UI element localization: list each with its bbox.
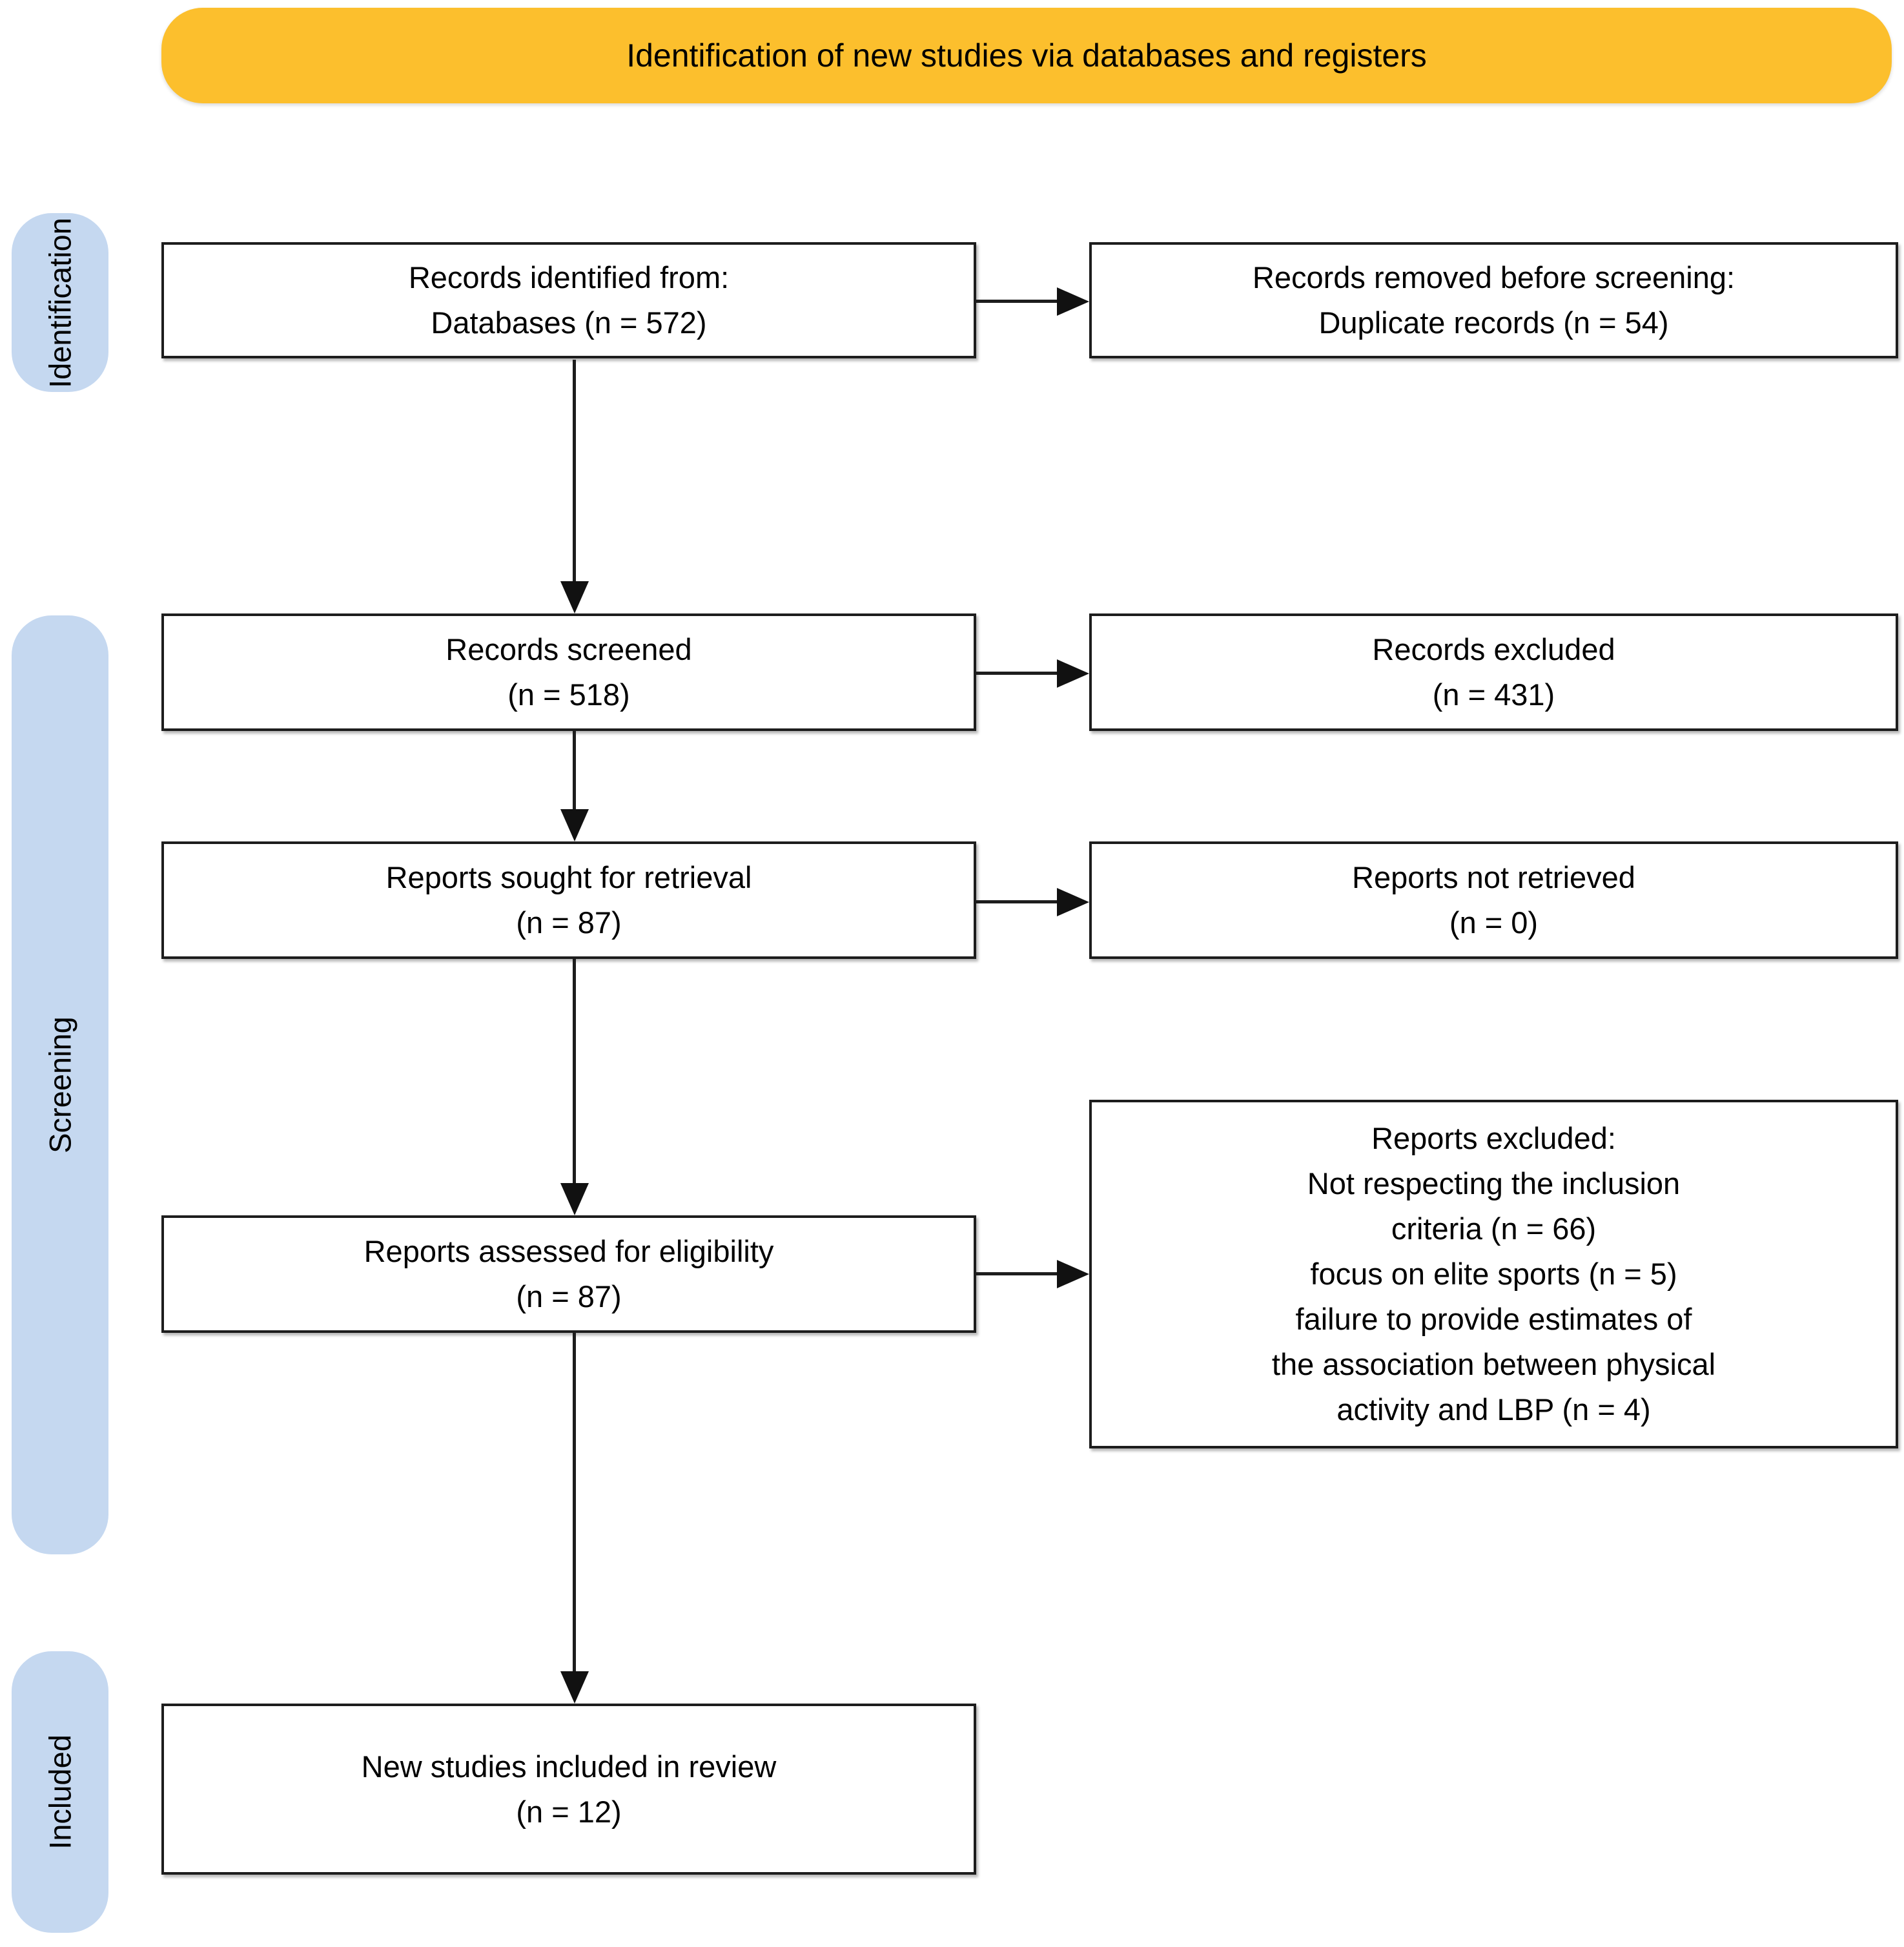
box-line: (n = 431) [1432,677,1555,712]
box-line: (n = 518) [507,677,630,712]
stage-label-included: Included [43,1735,77,1849]
stage-pill-screening: Screening [12,615,108,1554]
arrow-line-identified-to-screened [573,360,576,586]
arrow-head-down-icon [560,581,589,613]
banner-title: Identification of new studies via databa… [626,37,1427,74]
box-line: Reports excluded: [1371,1121,1616,1155]
box-line: Not respecting the inclusion [1307,1166,1681,1200]
box-line: (n = 0) [1449,905,1539,940]
box-line: the association between physical [1271,1347,1716,1381]
box-records-excluded: Records excluded (n = 431) [1089,613,1898,731]
box-line: (n = 87) [516,1279,622,1313]
stage-label-identification: Identification [43,217,77,388]
arrow-head-right-icon [1057,888,1089,916]
box-reports-not-retrieved: Reports not retrieved (n = 0) [1089,841,1898,959]
stage-pill-included: Included [12,1651,108,1933]
box-line: Records excluded [1372,632,1615,666]
box-line: (n = 12) [516,1794,622,1829]
box-reports-excluded: Reports excluded: Not respecting the inc… [1089,1100,1898,1448]
arrow-line-screened-to-excluded [975,672,1059,675]
box-line: Records removed before screening: [1252,260,1735,294]
box-line: Duplicate records (n = 54) [1318,305,1669,340]
box-line: Reports sought for retrieval [385,860,752,894]
box-new-studies-included: New studies included in review (n = 12) [161,1704,976,1875]
box-records-screened: Records screened (n = 518) [161,613,976,731]
box-line: activity and LBP (n = 4) [1336,1392,1651,1427]
arrow-head-right-icon [1057,1260,1089,1288]
arrow-head-down-icon [560,1183,589,1215]
banner: Identification of new studies via databa… [161,8,1892,103]
arrow-line-sought-to-assessed [573,958,576,1185]
arrow-head-right-icon [1057,287,1089,316]
box-line: New studies included in review [361,1749,777,1784]
box-line: focus on elite sports (n = 5) [1310,1257,1677,1291]
box-reports-sought: Reports sought for retrieval (n = 87) [161,841,976,959]
box-records-identified: Records identified from: Databases (n = … [161,242,976,358]
stage-pill-identification: Identification [12,213,108,392]
box-line: (n = 87) [516,905,622,940]
arrow-line-screened-to-sought [573,730,576,811]
box-line: Records identified from: [408,260,730,294]
box-line: failure to provide estimates of [1295,1302,1692,1336]
arrow-line-assessed-to-included [573,1331,576,1673]
arrow-head-down-icon [560,1671,589,1704]
arrow-line-identified-to-removed [975,300,1059,303]
arrow-head-right-icon [1057,659,1089,688]
box-line: Records screened [445,632,692,666]
box-line: Databases (n = 572) [431,305,707,340]
box-line: Reports assessed for eligibility [363,1234,774,1268]
box-line: Reports not retrieved [1352,860,1635,894]
stage-label-screening: Screening [43,1016,77,1153]
arrow-line-sought-to-not-retrieved [975,900,1059,903]
box-reports-assessed: Reports assessed for eligibility (n = 87… [161,1215,976,1333]
arrow-line-assessed-to-reports-excluded [975,1272,1059,1275]
arrow-head-down-icon [560,809,589,841]
box-records-removed: Records removed before screening: Duplic… [1089,242,1898,358]
box-line: criteria (n = 66) [1391,1211,1597,1246]
